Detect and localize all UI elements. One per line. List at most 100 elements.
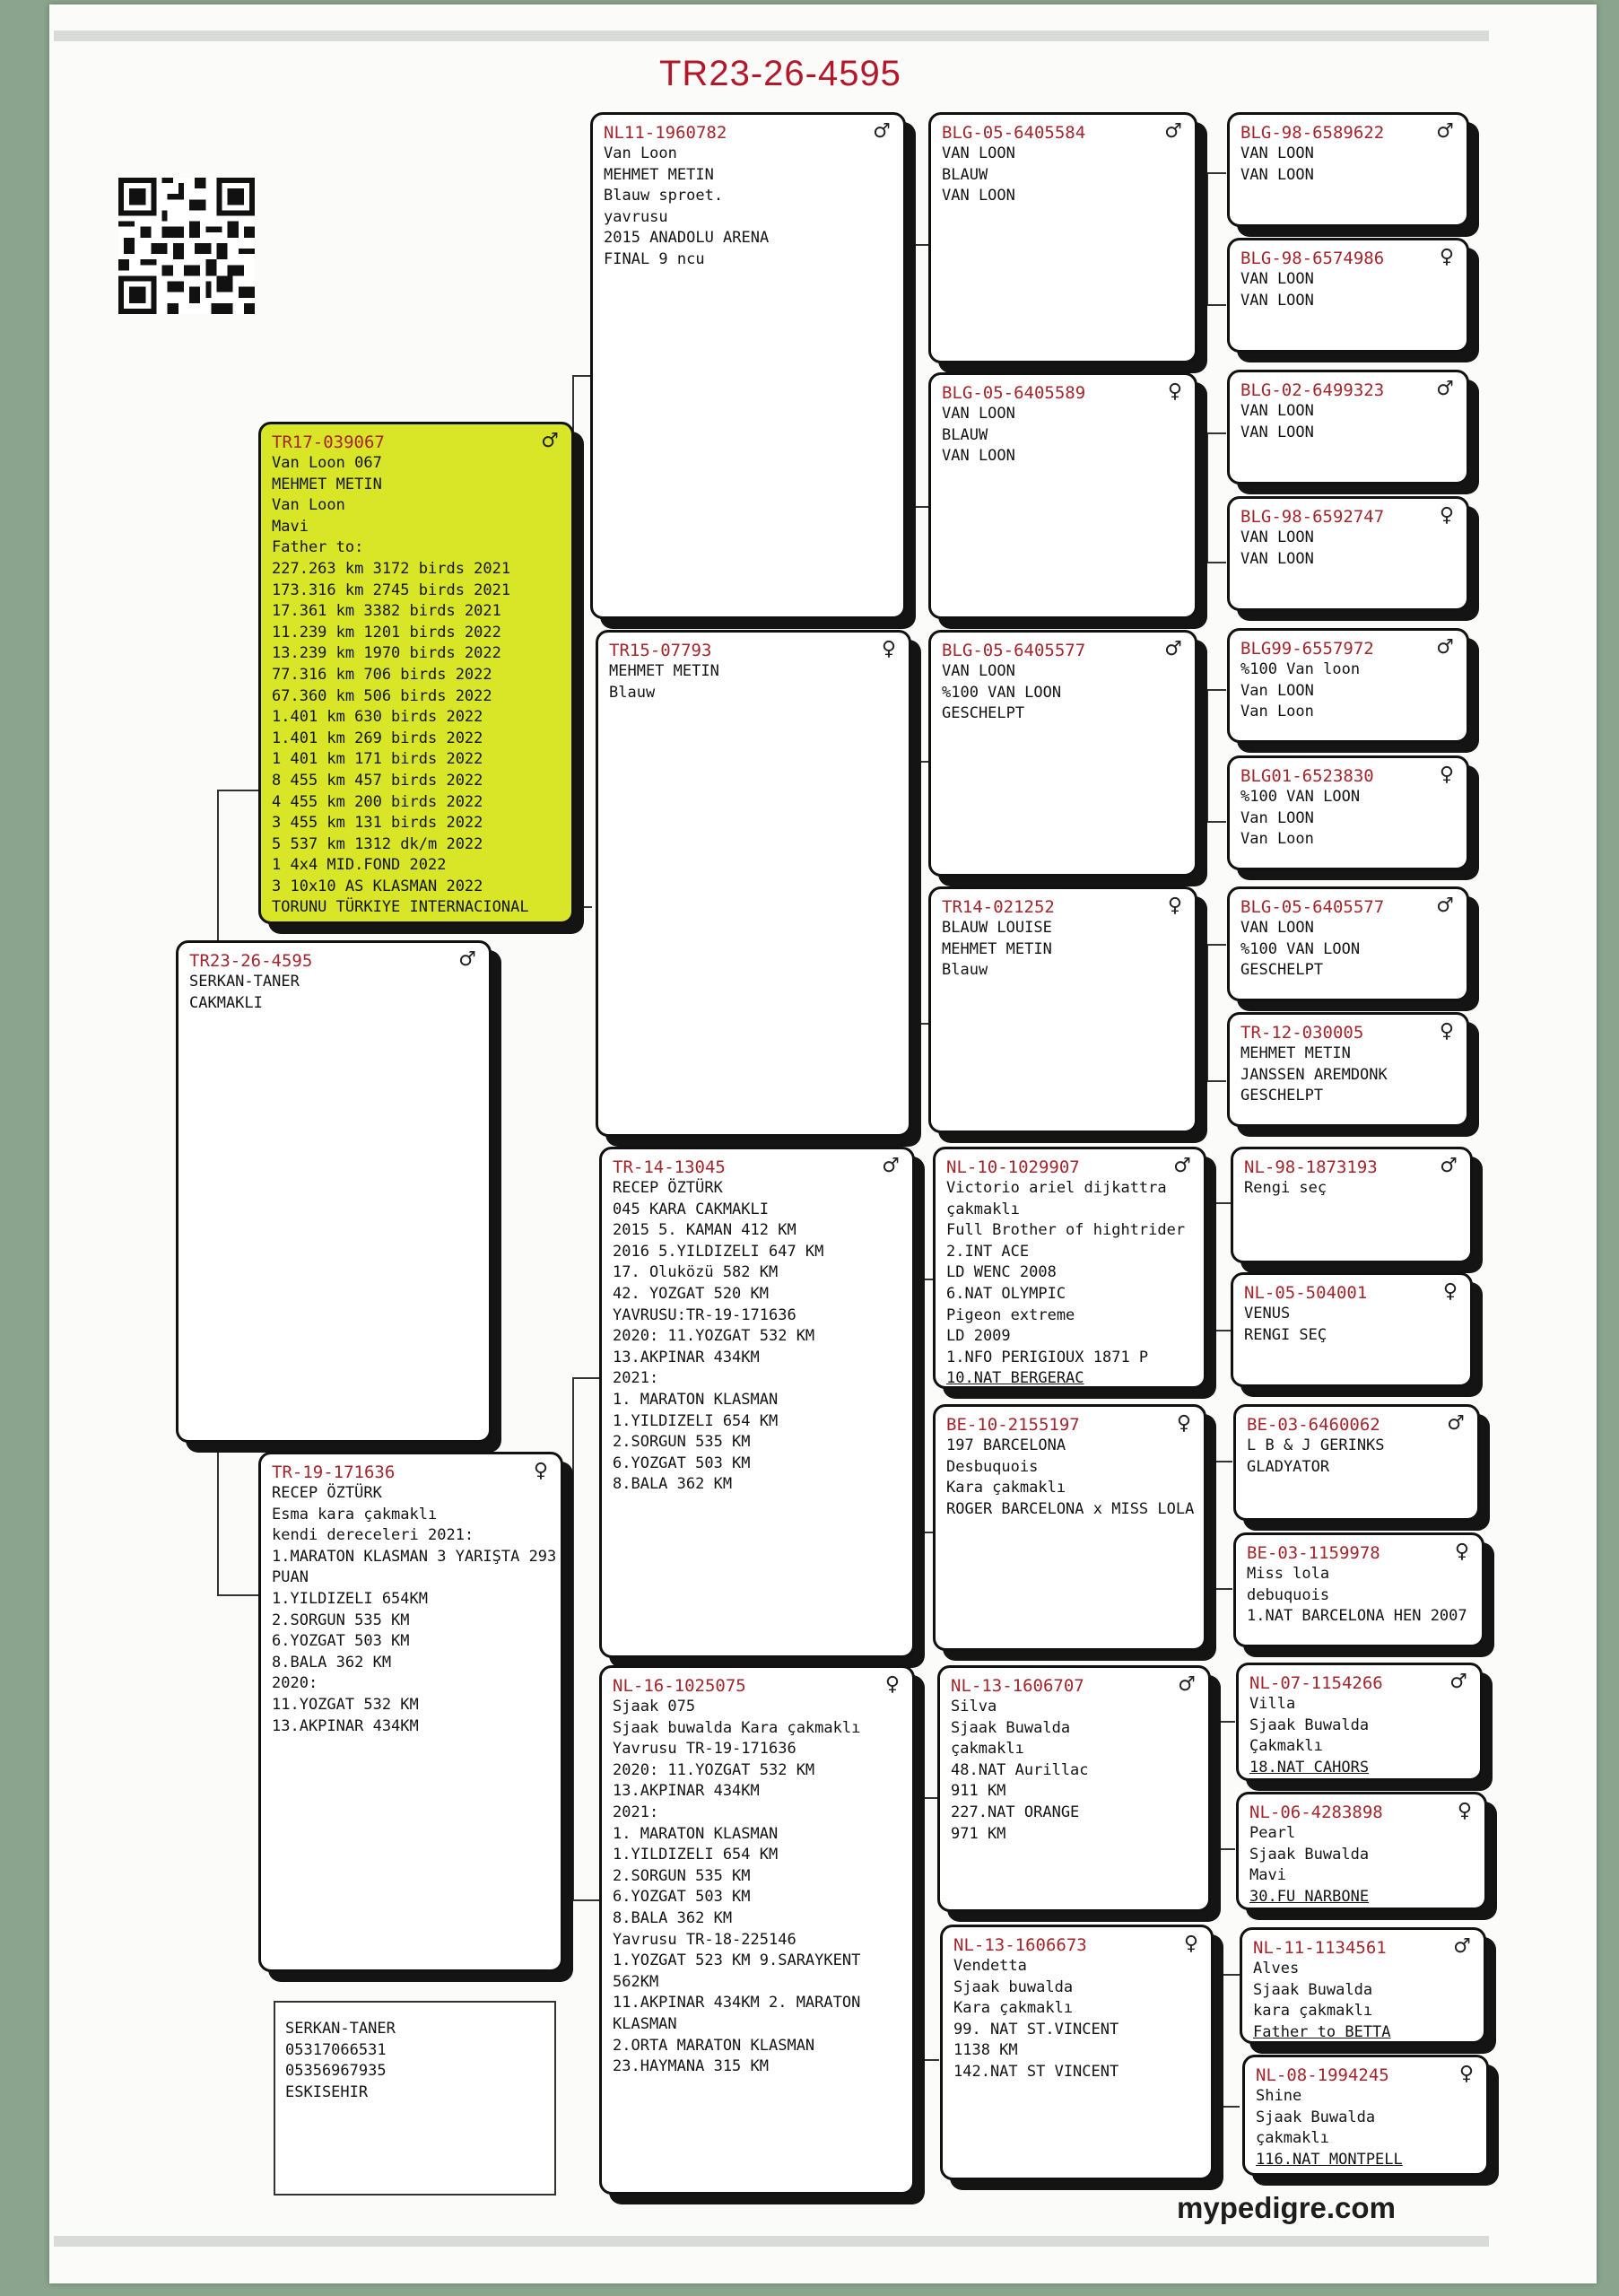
male-icon: ♂ <box>882 1155 900 1177</box>
ring-number: BLG-98-6574986 <box>1240 249 1385 268</box>
card-ssd[interactable]: BLG-05-6405589 ♀ VAN LOON BLAUW VAN LOON <box>928 372 1197 619</box>
ring-number: BE-10-2155197 <box>946 1415 1080 1435</box>
female-icon: ♀ <box>881 638 896 660</box>
ring-number: BE-03-1159978 <box>1247 1543 1380 1563</box>
card-ddd[interactable]: NL-13-1606673 ♀ Vendetta Sjaak buwalda K… <box>940 1925 1214 2180</box>
ring-number: BLG01-6523830 <box>1240 766 1374 786</box>
card-sdss[interactable]: BLG99-6557972 ♂ %100 Van loon Van LOON V… <box>1227 628 1469 743</box>
male-icon: ♂ <box>1447 1412 1465 1435</box>
card-sds[interactable]: BLG-05-6405577 ♂ VAN LOON %100 VAN LOON … <box>928 630 1197 877</box>
male-icon: ♂ <box>458 948 476 971</box>
male-icon: ♂ <box>1173 1155 1191 1177</box>
card-dddd[interactable]: NL-08-1994245 ♀ Shine Sjaak Buwalda çakm… <box>1242 2055 1489 2176</box>
ring-number: NL-08-1994245 <box>1256 2065 1389 2085</box>
ring-number: BLG-05-6405577 <box>942 641 1086 660</box>
card-sddd[interactable]: TR-12-030005 ♀ MEHMET METIN JANSSEN AREM… <box>1227 1012 1469 1127</box>
ring-number: BLG-98-6589622 <box>1240 123 1385 143</box>
card-ssds[interactable]: BLG-02-6499323 ♂ VAN LOON VAN LOON <box>1227 370 1469 485</box>
card-ddss[interactable]: NL-07-1154266 ♂ Villa Sjaak Buwalda Çakm… <box>1236 1663 1483 1781</box>
card-sdds[interactable]: BLG-05-6405577 ♂ VAN LOON %100 VAN LOON … <box>1227 886 1469 1001</box>
card-ss[interactable]: NL11-1960782 ♂ Van Loon MEHMET METIN Bla… <box>590 112 906 619</box>
ring-number: BLG-05-6405584 <box>942 123 1086 143</box>
connector-dd <box>919 1797 939 2061</box>
female-icon: ♀ <box>533 1460 548 1482</box>
card-sssd[interactable]: BLG-98-6574986 ♀ VAN LOON VAN LOON <box>1227 238 1469 353</box>
ring-number: TR-19-171636 <box>272 1462 396 1482</box>
female-icon: ♀ <box>1167 895 1182 917</box>
site-logo-text[interactable]: mypedigre.com <box>1177 2191 1396 2224</box>
card-subject[interactable]: TR23-26-4595 ♂ SERKAN-TANER CAKMAKLI <box>176 940 492 1443</box>
card-dsd[interactable]: BE-10-2155197 ♀ 197 BARCELONA Desbuquois… <box>933 1404 1206 1651</box>
ring-number: NL11-1960782 <box>604 123 727 143</box>
card-dsss[interactable]: NL-98-1873193 ♂ Rengi seç <box>1231 1147 1473 1263</box>
female-icon: ♀ <box>1457 1800 1472 1822</box>
card-dssd[interactable]: NL-05-504001 ♀ VENUS RENGI SEÇ <box>1231 1272 1473 1387</box>
male-icon: ♂ <box>1164 638 1182 660</box>
connector-sss <box>1206 172 1226 306</box>
breeder-contact-box: SERKAN-TANER 05317066531 05356967935 ESK… <box>274 2001 556 2196</box>
male-icon: ♂ <box>541 430 559 452</box>
card-dds[interactable]: NL-13-1606707 ♂ Silva Sjaak Buwalda çakm… <box>937 1665 1211 1912</box>
ring-number: NL-16-1025075 <box>613 1676 746 1696</box>
card-sdsd[interactable]: BLG01-6523830 ♀ %100 VAN LOON Van LOON V… <box>1227 755 1469 870</box>
phone-1: 05317066531 <box>285 2040 387 2059</box>
card-ssss[interactable]: BLG-98-6589622 ♂ VAN LOON VAN LOON <box>1227 112 1469 227</box>
page-title: TR23-26-4595 <box>659 54 901 93</box>
female-icon: ♀ <box>1439 504 1454 527</box>
connector-sds <box>1206 689 1226 823</box>
female-icon: ♀ <box>884 1673 900 1696</box>
female-icon: ♀ <box>1439 764 1454 786</box>
bottom-band <box>54 2236 1489 2247</box>
ring-number: TR15-07793 <box>609 641 712 660</box>
card-sss[interactable]: BLG-05-6405584 ♂ VAN LOON BLAUW VAN LOON <box>928 112 1197 363</box>
connector-sdd <box>1206 944 1226 1082</box>
ring-number: TR17-039067 <box>272 432 385 452</box>
ring-number: NL-06-4283898 <box>1249 1803 1383 1822</box>
male-icon: ♂ <box>1436 895 1454 917</box>
male-icon: ♂ <box>1436 120 1454 143</box>
ring-number: BLG99-6557972 <box>1240 639 1374 659</box>
female-icon: ♀ <box>1458 2063 1474 2085</box>
female-icon: ♀ <box>1183 1933 1198 1955</box>
ring-number: TR-14-13045 <box>613 1157 726 1177</box>
card-dss[interactable]: NL-10-1029907 ♂ Victorio ariel dijkattra… <box>933 1147 1206 1389</box>
card-dam[interactable]: TR-19-171636 ♀ RECEP ÖZTÜRK Esma kara ça… <box>258 1452 563 1972</box>
ring-number: BLG-02-6499323 <box>1240 380 1385 400</box>
card-ds[interactable]: TR-14-13045 ♂ RECEP ÖZTÜRK 045 KARA CAKM… <box>599 1147 915 1658</box>
card-ddds[interactable]: NL-11-1134561 ♂ Alves Sjaak Buwalda kara… <box>1240 1927 1486 2044</box>
female-icon: ♀ <box>1167 380 1182 403</box>
ring-number: TR-12-030005 <box>1240 1023 1364 1043</box>
qr-code-icon <box>118 178 255 314</box>
connector-ss <box>913 244 933 508</box>
ring-number: BLG-05-6405589 <box>942 383 1086 403</box>
connector-dss <box>1213 1202 1232 1331</box>
card-dsds[interactable]: BE-03-6460062 ♂ L B & J GERINKS GLADYATO… <box>1233 1404 1480 1521</box>
male-icon: ♂ <box>873 120 891 143</box>
phone-2: 05356967935 <box>285 2062 387 2081</box>
connector-dds <box>1215 1721 1235 1850</box>
card-ssdd[interactable]: BLG-98-6592747 ♀ VAN LOON VAN LOON <box>1227 496 1469 611</box>
connector-sire <box>572 375 592 908</box>
card-dd[interactable]: NL-16-1025075 ♀ Sjaak 075 Sjaak buwalda … <box>599 1665 915 2195</box>
male-icon: ♂ <box>1453 1935 1471 1958</box>
connector-dam <box>572 1377 601 1901</box>
ring-number: NL-05-504001 <box>1244 1283 1368 1303</box>
card-sire[interactable]: TR17-039067 ♂ Van Loon 067 MEHMET METIN … <box>258 422 574 924</box>
card-dsdd[interactable]: BE-03-1159978 ♀ Miss lola debuquois 1.NA… <box>1233 1532 1484 1647</box>
ring-number: NL-10-1029907 <box>946 1157 1080 1177</box>
ring-number: NL-13-1606673 <box>953 1935 1087 1955</box>
ring-number: BLG-98-6592747 <box>1240 507 1385 527</box>
ring-number: NL-13-1606707 <box>951 1676 1084 1696</box>
connector-ssd <box>1206 432 1226 563</box>
ring-number: TR23-26-4595 <box>189 951 313 971</box>
card-ddsd[interactable]: NL-06-4283898 ♀ Pearl Sjaak Buwalda Mavi… <box>1236 1792 1487 1910</box>
male-icon: ♂ <box>1440 1155 1458 1177</box>
male-icon: ♂ <box>1436 636 1454 659</box>
ring-number: TR14-021252 <box>942 897 1055 917</box>
female-icon: ♀ <box>1454 1541 1469 1563</box>
card-sd[interactable]: TR15-07793 ♀ MEHMET METIN Blauw <box>596 630 911 1137</box>
card-sdd[interactable]: TR14-021252 ♀ BLAUW LOUISE MEHMET METIN … <box>928 886 1197 1133</box>
connector-ds <box>919 1279 939 1533</box>
ring-number: BLG-05-6405577 <box>1240 897 1385 917</box>
ring-number: NL-98-1873193 <box>1244 1157 1378 1177</box>
